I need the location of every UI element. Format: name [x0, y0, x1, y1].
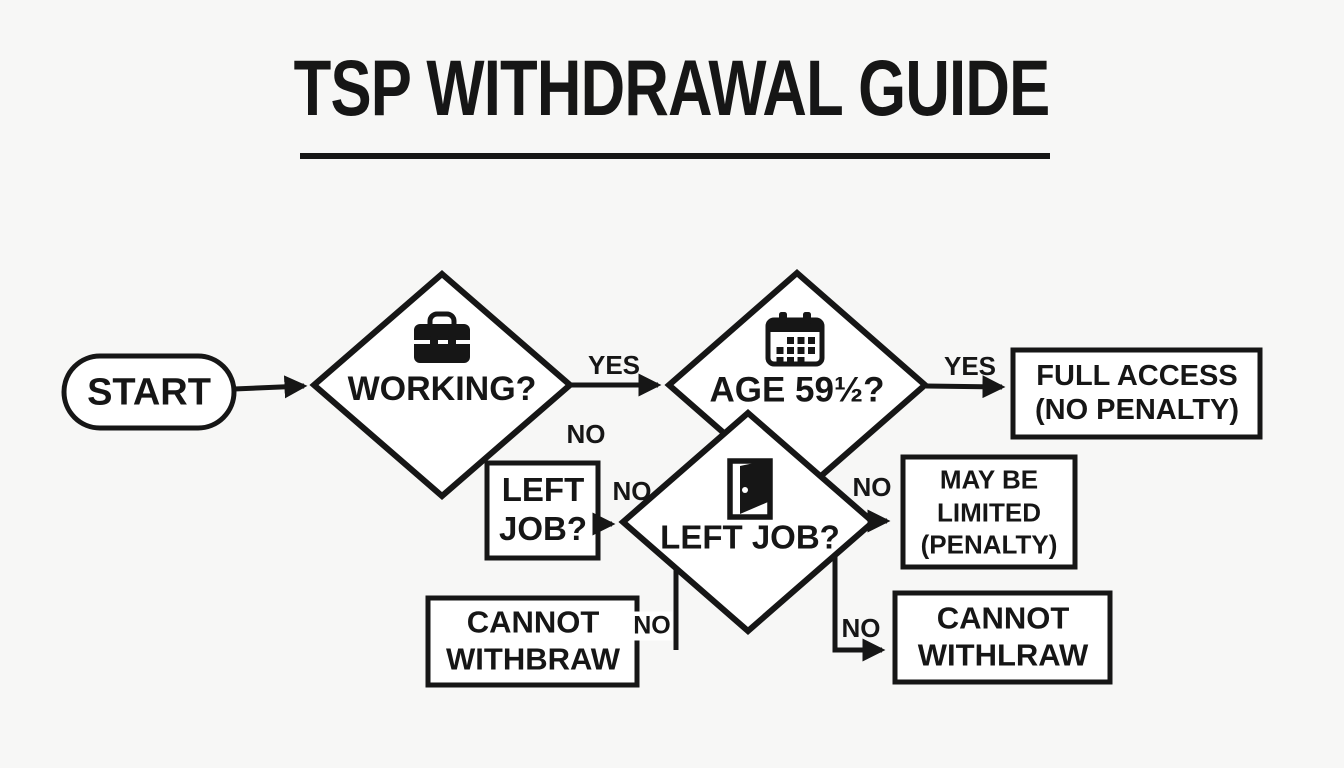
may-be-limited-box-label: MAY BE LIMITED (PENALTY): [920, 464, 1058, 560]
edge-label-working-yes: YES: [587, 350, 641, 380]
start-node-shape: [61, 353, 237, 431]
cannot-withdraw-left-box-shape: [425, 595, 640, 688]
edge-start-to-working: [233, 375, 308, 399]
title-wrap: TSP WITHDRAWAL GUIDE: [0, 42, 1344, 134]
edge-label-cannot-left-no: NO: [632, 611, 672, 641]
door-icon: [727, 458, 773, 520]
edge-label-age-yes: YES: [943, 351, 997, 381]
left-job-diamond-label: LEFT JOB?: [660, 518, 840, 556]
edge-age-yes-to-full-access: [925, 375, 1006, 399]
left-job-box-label: LEFT JOB?: [498, 471, 588, 547]
start-node-label: START: [87, 371, 211, 414]
briefcase-icon: [414, 311, 470, 363]
edge-label-age-no: NO: [852, 472, 892, 502]
full-access-box-label: FULL ACCESS (NO PENALTY): [1034, 359, 1240, 426]
may-be-limited-box-shape: [900, 454, 1078, 570]
edge-label-left-job-box-no: NO: [612, 476, 652, 506]
title-underline: [300, 153, 1050, 159]
working-diamond: [309, 270, 575, 500]
cannot-withdraw-left-label: CANNOT WITHBRAW: [446, 604, 620, 676]
calendar-icon: [765, 312, 825, 367]
left-job-box-shape: [484, 460, 601, 561]
edge-label-cannot-right-no: NO: [841, 613, 881, 643]
page-title: TSP WITHDRAWAL GUIDE: [294, 43, 1051, 132]
calendar-grid: [776, 337, 815, 364]
cannot-withdraw-right-label: CANNOT WITHLRAW: [917, 600, 1089, 672]
edge-label-working-no: NO: [566, 419, 606, 449]
left-job-diamond: [618, 409, 878, 635]
edge-to-cannot-withdraw-right: [832, 555, 886, 662]
full-access-box-shape: [1010, 347, 1263, 440]
working-diamond-label: WORKING?: [347, 369, 537, 408]
age-diamond-label: AGE 59½?: [709, 370, 885, 410]
cannot-withdraw-right-box-shape: [892, 590, 1113, 685]
